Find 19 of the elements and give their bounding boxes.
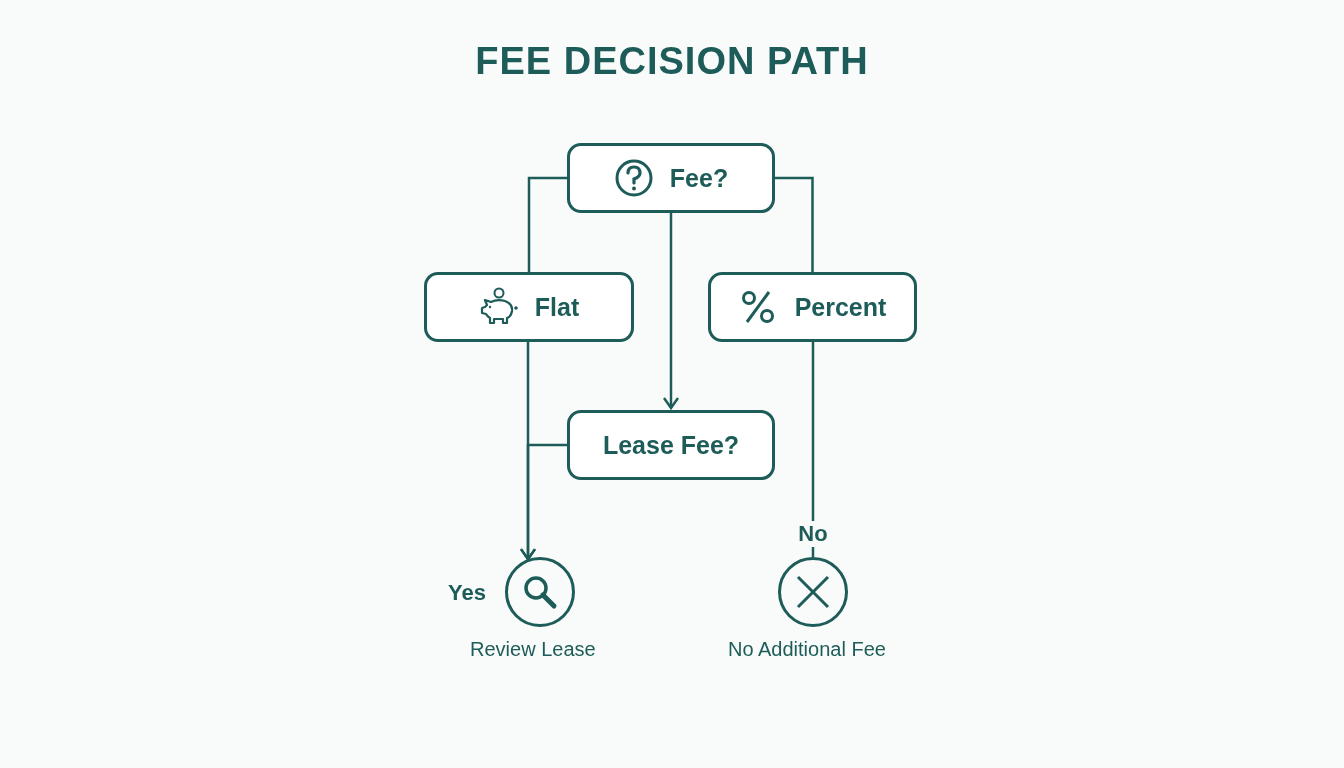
connector-line [519, 443, 567, 561]
outcome-label: No Additional Fee [728, 638, 886, 661]
title: FEE DECISION PATH [474, 40, 870, 83]
connector-line [662, 213, 680, 410]
node-label: Flat [534, 292, 580, 322]
outcome-label: Review Lease [470, 638, 596, 661]
process-box [567, 143, 775, 213]
process-box [567, 410, 775, 480]
node-label: Percent [794, 292, 887, 322]
process-box [424, 272, 634, 342]
icon-circle [505, 557, 575, 627]
node-label: Fee? [669, 163, 729, 193]
connector-line [527, 176, 567, 272]
process-box [708, 272, 917, 342]
node-label: Lease Fee? [602, 430, 740, 460]
branch-label: Yes [448, 580, 486, 606]
icon-circle [778, 557, 848, 627]
connector-line [775, 176, 814, 272]
connector-line [811, 342, 815, 557]
